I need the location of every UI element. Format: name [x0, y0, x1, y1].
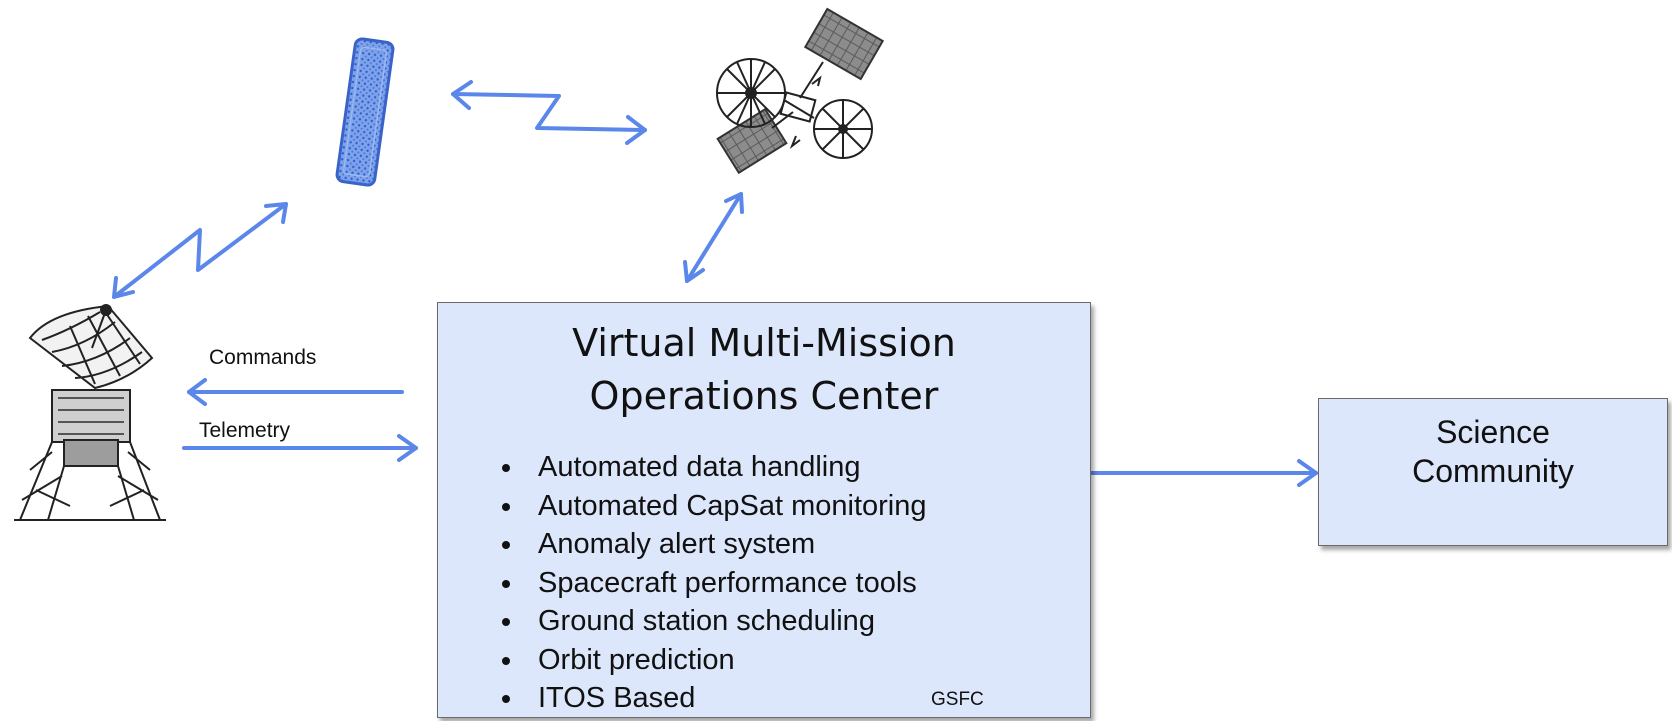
science-line1: Science [1436, 414, 1550, 450]
spacecraft-vmoc-arrowhead-top [724, 192, 744, 214]
relay-spacecraft-arrowhead-left [451, 80, 473, 110]
feature-item: Ground station scheduling [498, 602, 927, 641]
spacecraft-vmoc-link-arrow [685, 192, 743, 283]
link-arrows [112, 80, 1318, 487]
feature-item: Automated CapSat monitoring [498, 487, 927, 526]
commands-label: Commands [209, 346, 317, 369]
commands-arrowhead [187, 378, 207, 406]
telemetry-arrowhead [397, 434, 418, 462]
spacecraft-vmoc-arrowhead-bottom [683, 260, 705, 283]
vmoc-science-arrowhead [1297, 459, 1318, 487]
spacecraft-icon [716, 7, 885, 175]
vmoc-title-line1: Virtual Multi-Mission [572, 321, 956, 365]
relay-spacecraft-link-arrow [451, 92, 647, 132]
science-line2: Community [1412, 453, 1574, 489]
relay-satellite-icon [335, 37, 395, 187]
feature-item: Automated data handling [498, 448, 927, 487]
vmoc-box: Virtual Multi-Mission Operations Center … [437, 302, 1091, 718]
ground-antenna-icon [14, 304, 166, 521]
vmoc-title: Virtual Multi-Mission Operations Center [438, 317, 1090, 423]
ground-relay-arrowhead-top [264, 202, 288, 224]
science-community-label: Science Community [1319, 413, 1667, 491]
feature-item: Orbit prediction [498, 641, 927, 680]
feature-list: Automated data handling Automated CapSat… [498, 448, 927, 718]
feature-item: ITOS Based [498, 679, 927, 718]
science-community-box: Science Community [1318, 398, 1668, 546]
telemetry-label: Telemetry [199, 419, 291, 442]
ground-relay-arrowhead-bottom [112, 276, 135, 299]
feature-item: Spacecraft performance tools [498, 564, 927, 603]
feature-item: Anomaly alert system [498, 525, 927, 564]
relay-spacecraft-arrowhead-right [625, 115, 647, 145]
vmoc-title-line2: Operations Center [589, 374, 939, 418]
ground-relay-link-arrow [112, 202, 288, 299]
gsfc-credit: GSFC [931, 689, 984, 710]
